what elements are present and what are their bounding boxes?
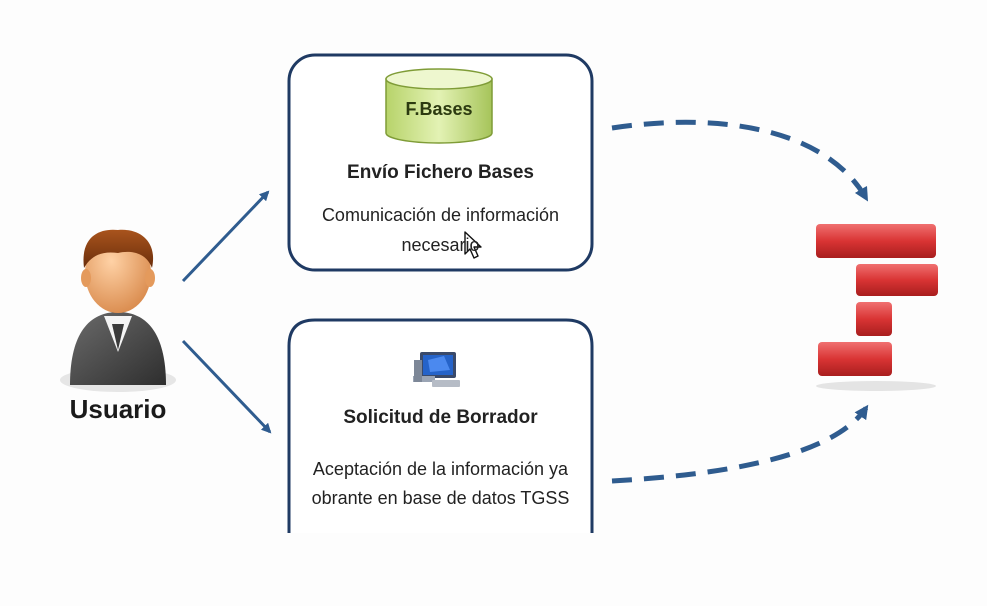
database-label: F.Bases (405, 99, 473, 119)
user-avatar-icon (60, 229, 176, 392)
box-bases-desc-line2: necesario (401, 235, 480, 255)
box-borrador-desc-line2: obrante en base de datos TGSS (311, 488, 570, 508)
computer-icon (413, 352, 460, 387)
database-cylinder-icon (385, 68, 493, 144)
dashed-arrow-bottom (611, 404, 869, 484)
arrow-to-borrador (181, 339, 272, 434)
mouse-cursor-icon (464, 231, 482, 259)
box-solicitud-borrador (287, 318, 594, 533)
box-bases-desc-line1: Comunicación de información (321, 205, 560, 225)
box-envio-fichero-bases (287, 53, 594, 272)
user-label: Usuario (69, 394, 167, 424)
arrow-to-bases (181, 190, 270, 283)
dashed-arrow-top (611, 119, 869, 202)
box-borrador-title: Solicitud de Borrador (343, 407, 538, 428)
box-borrador-desc-line1: Aceptación de la información ya (312, 459, 569, 479)
tgss-logo-icon (816, 224, 938, 391)
box-bases-title: Envío Fichero Bases (347, 162, 534, 183)
